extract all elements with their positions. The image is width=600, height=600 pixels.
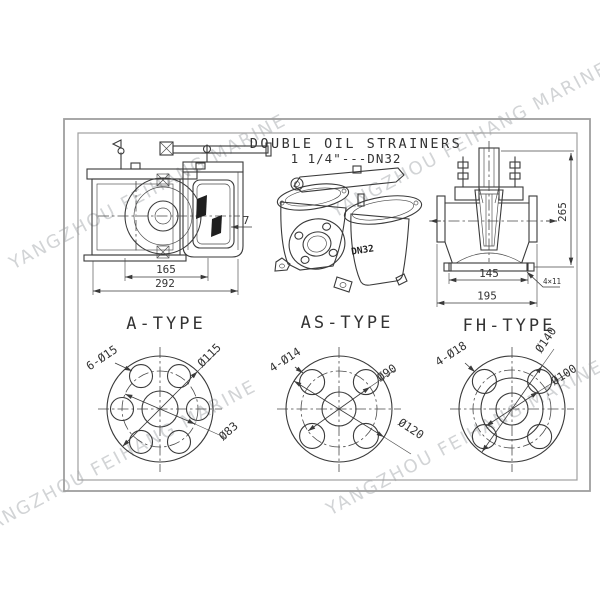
dim-7-label: 7 <box>243 214 250 227</box>
drawing-title: DOUBLE OIL STRAINERS <box>250 136 463 152</box>
fh-base-plate <box>448 262 529 272</box>
outer-border-frame <box>63 118 591 492</box>
a-flange-bolt-circle-label: Ø83 <box>216 419 241 443</box>
fh-dimension-265: 265 <box>501 150 574 268</box>
as-flange-hole <box>328 248 338 257</box>
as-flange-outer-dia-label: Ø120 <box>396 415 427 442</box>
fh-type-flange-diagram: Ø140 Ø100 4-Ø18 <box>432 324 579 472</box>
a-handle-end <box>265 142 272 157</box>
fh-flange-hole <box>527 424 553 450</box>
as-cover-bolt-icon <box>279 200 285 206</box>
a-filter-basket <box>192 179 235 249</box>
as-left-cover <box>276 183 350 211</box>
a-flange-outer-circle <box>106 355 214 463</box>
as-left-pot <box>280 201 347 271</box>
a-handle-pivot-icon <box>159 141 174 156</box>
drawing-subtitle: 1 1/4"---DN32 <box>291 151 402 166</box>
a-chamber-body <box>182 171 244 258</box>
a-cover-nut-icon <box>195 162 206 170</box>
as-flange-outer-circle <box>285 355 393 463</box>
fh-dimension-195: 195 <box>436 244 538 307</box>
as-right-cover-inner <box>352 199 414 221</box>
as-foot <box>395 273 408 286</box>
fh-base-holes-leader: 4×11 <box>526 271 561 288</box>
a-inlet-flange-face <box>98 173 240 259</box>
fh-left-flange-hatched <box>436 195 446 243</box>
a-type-flange-diagram: Ø115 Ø83 6-Ø15 <box>83 340 241 472</box>
a-flange-holes-label: 6-Ø15 <box>83 342 120 373</box>
a-basket-perforation <box>196 195 207 219</box>
fh-right-flange-hatched <box>528 195 538 243</box>
fh-flange-inner-dia-label: Ø100 <box>548 361 579 388</box>
fh-bonnet-hatched <box>498 186 524 201</box>
as-cover-bolt-icon <box>413 200 419 206</box>
as-flange-hole <box>299 369 326 396</box>
a-bolt-mark-icon <box>156 245 170 259</box>
as-flange-hole <box>294 231 304 240</box>
a-basket-perforation <box>211 215 222 237</box>
a-flange-outer-dia-label: Ø115 <box>194 340 223 369</box>
as-flange-hole <box>322 222 332 231</box>
a-type-heading: A-TYPE <box>126 314 205 334</box>
as-foot-hole <box>279 263 285 269</box>
fh-stud-bolt-icon <box>509 156 521 188</box>
a-chamber-cover-hatched <box>182 161 244 173</box>
as-right-pot <box>350 213 410 286</box>
dim-165-label: 165 <box>156 263 176 276</box>
fh-cone-strainer <box>474 186 504 251</box>
as-type-heading: AS-TYPE <box>301 313 394 333</box>
as-flange-hole <box>300 255 310 264</box>
a-dimension-165: 165 <box>124 258 209 281</box>
fh-bonnet-hatched <box>454 186 480 201</box>
a-flange-bolt-circle <box>121 370 199 448</box>
dim-195-label: 195 <box>477 290 497 303</box>
a-tank-liner <box>96 183 174 251</box>
as-type-isometric-view: DN32 <box>274 165 423 293</box>
as-front-flange <box>288 218 346 270</box>
fh-flange-holes-label: 4-Ø18 <box>432 338 469 369</box>
as-flange-holes-label: 4-Ø14 <box>266 344 303 375</box>
a-cover-nut-icon <box>130 162 141 170</box>
a-bolt-mark-icon <box>156 173 170 187</box>
as-type-flange-diagram: Ø90 Ø120 4-Ø14 <box>266 344 427 472</box>
as-foot <box>333 276 353 293</box>
a-wall-leader: 7 <box>231 214 252 230</box>
as-body-mark-dn32: DN32 <box>350 243 374 257</box>
a-tank-base <box>83 254 187 262</box>
as-cover-bolt-icon <box>341 188 347 194</box>
as-changeover-lever <box>290 165 405 193</box>
dim-145-label: 145 <box>479 267 499 280</box>
fh-type-heading: FH-TYPE <box>463 316 556 336</box>
dim-4x11-label: 4×11 <box>543 277 561 286</box>
as-foot <box>274 257 291 272</box>
as-center-pin-icon <box>357 193 365 207</box>
as-right-cover <box>343 195 423 225</box>
a-tank-cover <box>86 168 198 180</box>
as-flange-hole <box>299 422 326 449</box>
a-handle-bar <box>172 145 269 154</box>
fh-type-section-view: 145 195 265 4×11 <box>429 141 574 307</box>
fh-dimension-145: 145 <box>448 267 529 284</box>
as-foot-hole <box>339 282 347 288</box>
inner-border-frame <box>77 132 578 481</box>
dim-265-label: 265 <box>556 202 569 222</box>
fh-stud-bolt-icon <box>457 156 469 188</box>
a-dimension-292: 292 <box>92 259 239 295</box>
a-type-section-view: 165 292 7 <box>83 139 272 295</box>
fh-flange-outer-circle <box>458 355 566 463</box>
dim-292-label: 292 <box>155 277 175 290</box>
a-swing-bolt-icon <box>111 139 125 170</box>
fh-base-tab <box>443 262 452 272</box>
